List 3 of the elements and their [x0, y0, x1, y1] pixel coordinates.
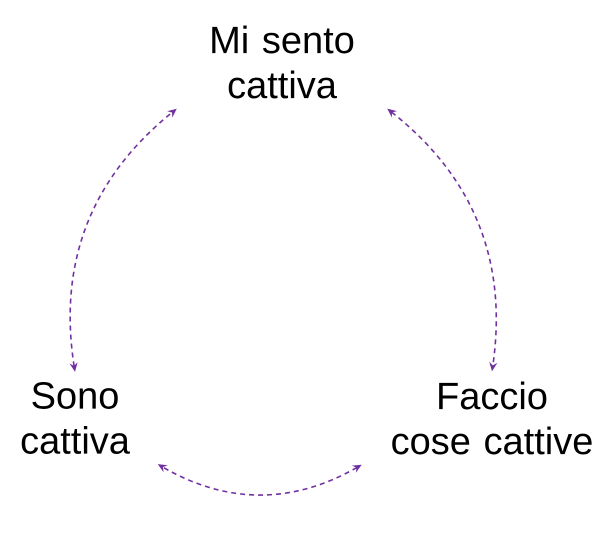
text-label: Mi sento cattiva — [212, 26, 354, 98]
text-label: Sono cattiva — [22, 382, 130, 454]
text-label: Faccio cose cattive — [392, 382, 592, 454]
